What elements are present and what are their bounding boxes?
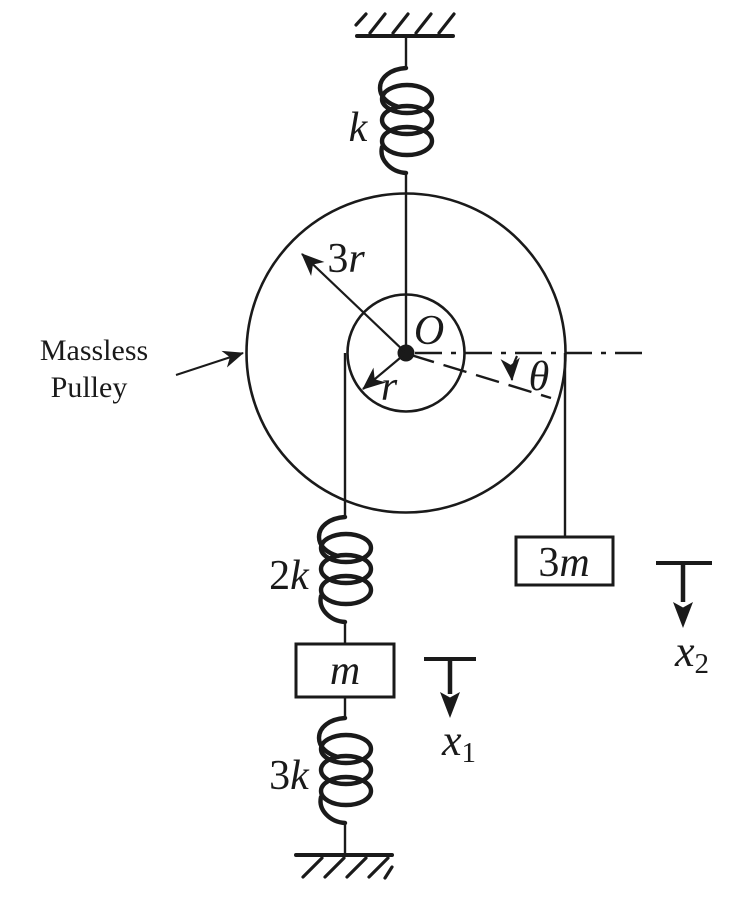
x1-arrowhead: [440, 692, 460, 718]
ceiling-hatching: [354, 12, 456, 35]
displacement-x2: x2: [656, 561, 712, 680]
rotated-dashed-line: [410, 353, 552, 400]
pulley-annotation-line2: Pulley: [51, 371, 128, 404]
angle-reference: [410, 351, 645, 400]
spring-3k-label: 3k: [269, 753, 310, 799]
left-chain: [294, 353, 396, 855]
pulley-annotation-line1: Massless: [40, 334, 148, 367]
right-chain: [514, 353, 615, 587]
pulley-inner-circle: [346, 293, 466, 413]
pulley-annotation: Massless Pulley: [40, 334, 244, 404]
inner-radius-arrow: [362, 352, 407, 390]
mass-m-label: m: [330, 648, 360, 694]
ceiling-support: [354, 12, 456, 38]
theta-arrow: [500, 355, 520, 382]
displacement-x1: x1: [424, 657, 476, 769]
spring-k-label: k: [349, 105, 369, 151]
x2-label: x2: [674, 627, 709, 680]
x2-arrowhead: [673, 602, 693, 628]
ground-support: [294, 853, 394, 880]
inner-radius-label: r: [381, 364, 398, 410]
pulley-annotation-arrow: [175, 350, 244, 376]
spring-3k-coil: [319, 718, 371, 823]
spring-k: [380, 36, 432, 353]
outer-radius-label: 3r: [327, 236, 365, 282]
pivot-label: O: [414, 308, 444, 354]
angle-label: θ: [529, 354, 550, 400]
spring-2k-coil: [319, 517, 371, 622]
radius-arrows: [301, 253, 407, 390]
outer-radius-arrow: [301, 253, 407, 354]
mass-3m-box: [514, 535, 615, 587]
mass-3m-label: 3m: [538, 540, 589, 586]
x1-label: x1: [441, 716, 476, 769]
spring-2k-label: 2k: [269, 553, 310, 599]
ground-hatching: [301, 856, 394, 880]
